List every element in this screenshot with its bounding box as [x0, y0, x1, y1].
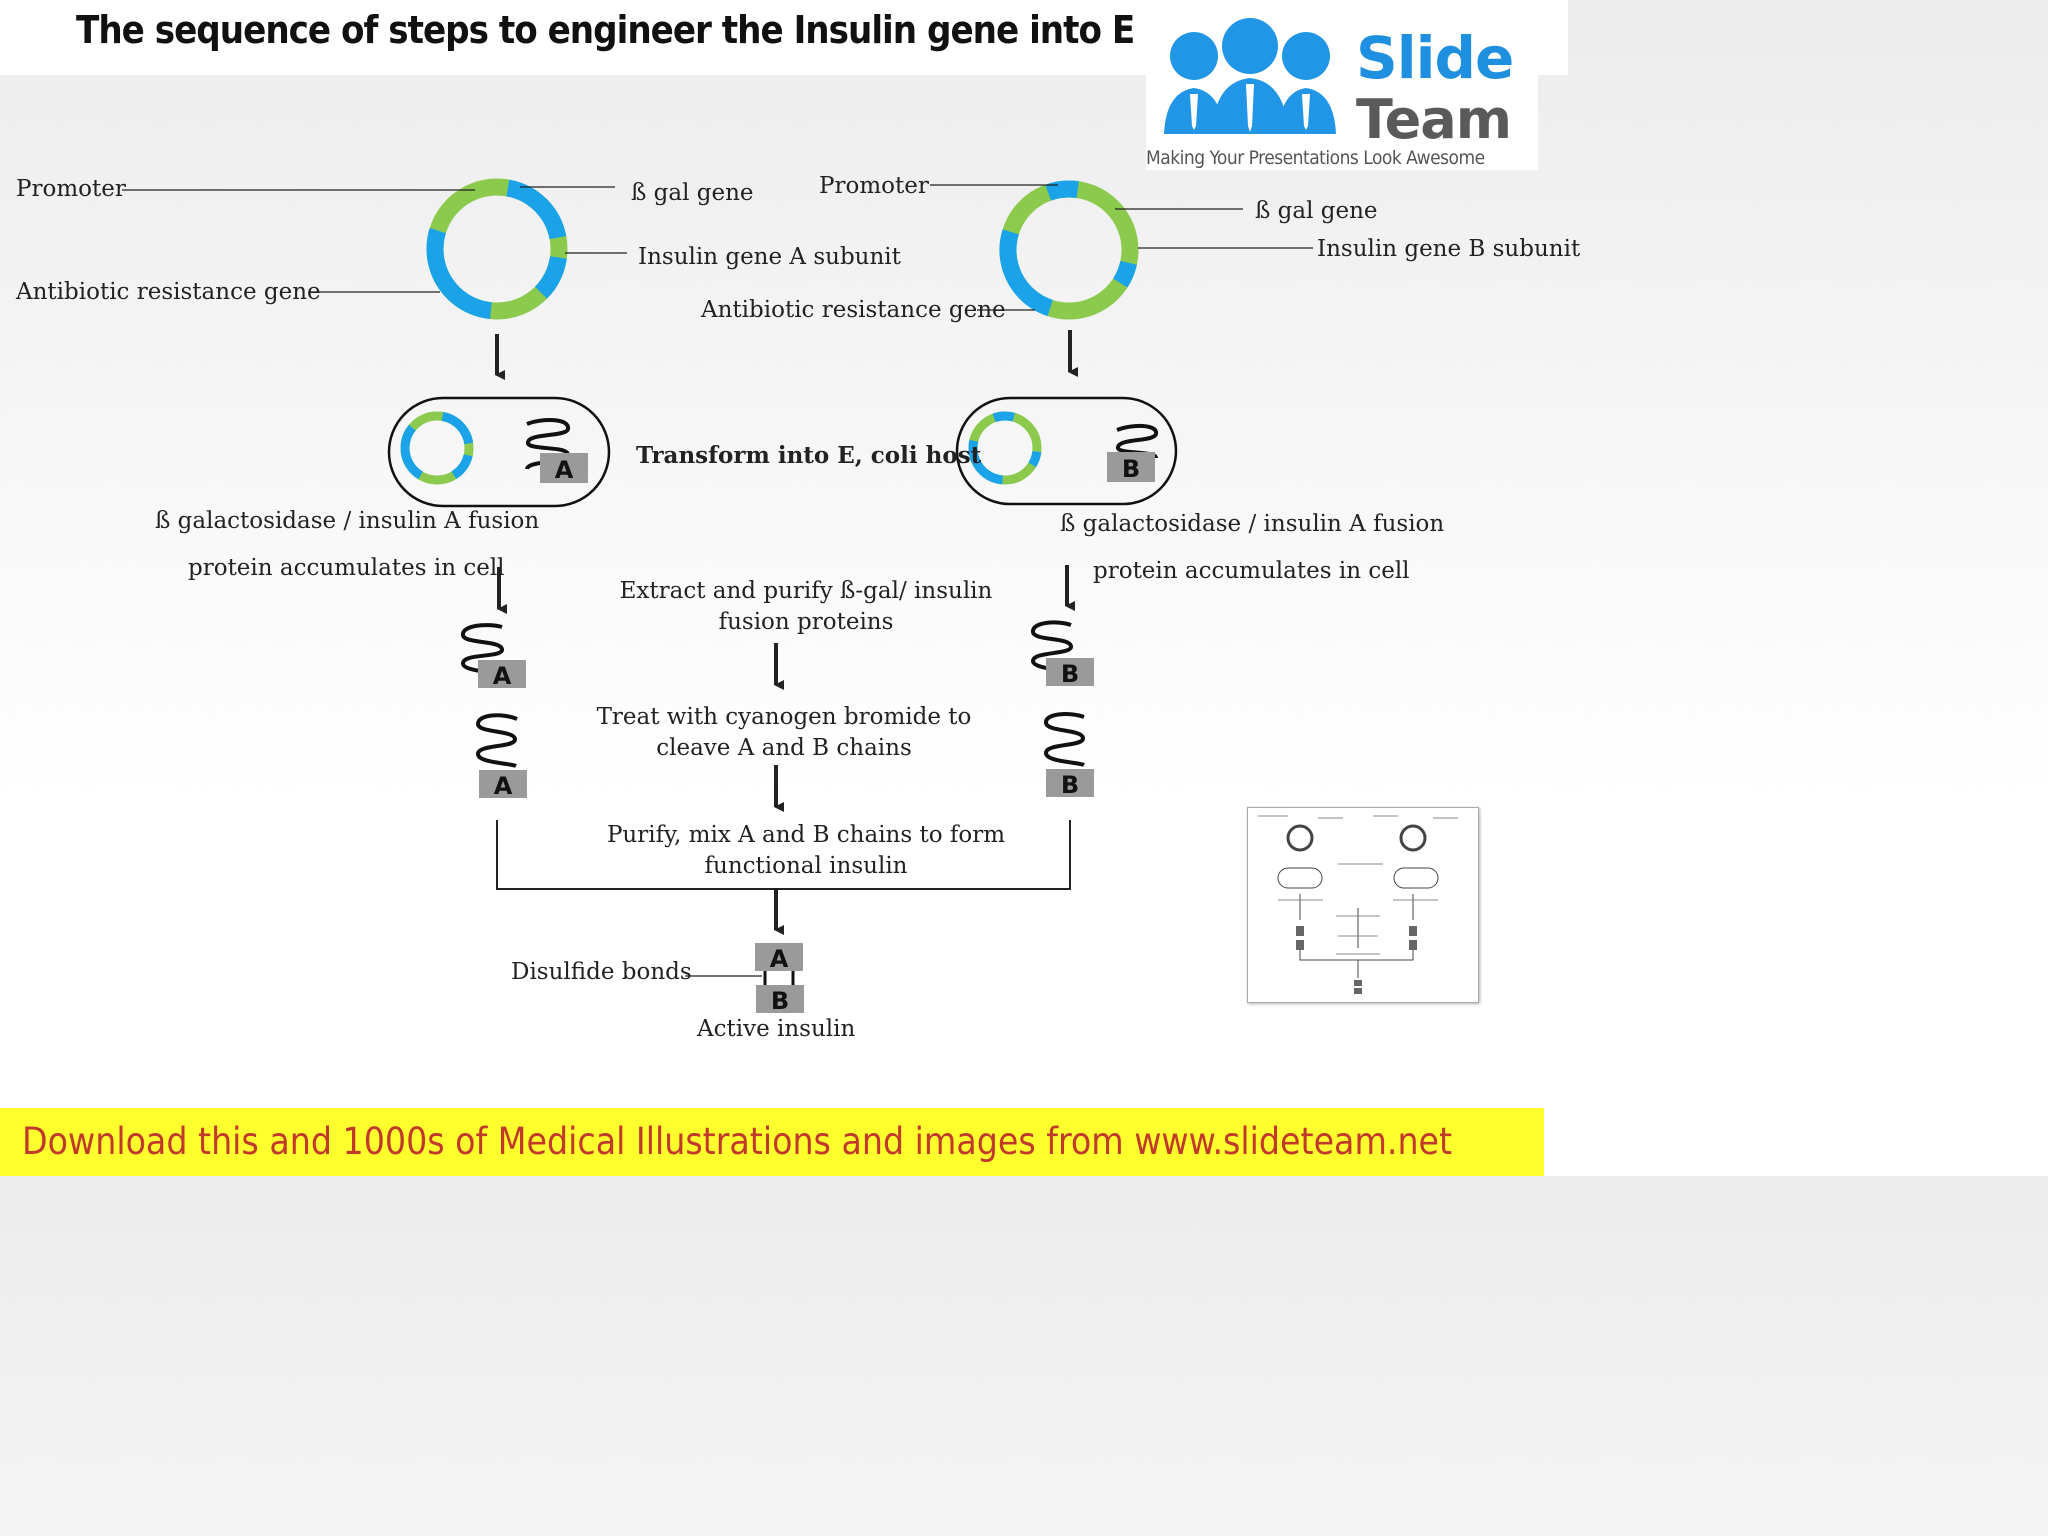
- left-cleaved-chain: A: [475, 713, 527, 800]
- active-insulin-label: Active insulin: [697, 1016, 856, 1042]
- treat-step-line1: Treat with cyanogen bromide to: [596, 704, 972, 730]
- logo-word-slide: Slide: [1356, 24, 1514, 92]
- left-plasmid: [426, 178, 568, 320]
- left-insulin-subunit-label: Insulin gene A subunit: [638, 244, 901, 270]
- right-leader-lines: [930, 184, 1313, 311]
- right-fusion-protein: B: [1030, 620, 1094, 688]
- right-cell-letter: B: [1122, 455, 1140, 483]
- page-title: The sequence of steps to engineer the In…: [76, 8, 1302, 52]
- left-fusion-letter: A: [493, 662, 512, 690]
- right-antibiotic-label: Antibiotic resistance gene: [701, 297, 1006, 323]
- treat-step-line2: cleave A and B chains: [656, 735, 912, 761]
- process-diagram: A B A A B B: [122, 178, 1313, 1015]
- right-ecoli-cell: B: [955, 396, 1178, 506]
- left-fusion-protein: A: [461, 623, 526, 690]
- treat-step-label: Treat with cyanogen bromide to cleave A …: [564, 702, 1004, 764]
- right-fusion-line1: ß galactosidase / insulin A fusion: [1060, 511, 1445, 537]
- merge-bracket: [496, 820, 1071, 890]
- insulin-chain-a: A: [770, 945, 789, 973]
- left-leader-lines: [122, 186, 627, 293]
- thumbnail-graphic: [1258, 815, 1458, 994]
- purify-step-line1: Purify, mix A and B chains to form: [606, 822, 1006, 848]
- download-banner-text[interactable]: Download this and 1000s of Medical Illus…: [22, 1120, 1453, 1163]
- disulfide-label: Disulfide bonds: [511, 959, 692, 985]
- slideteam-logo: Slide Team Making Your Presentations Loo…: [1146, 14, 1538, 170]
- transform-step-label: Transform into E, coli host: [636, 442, 982, 469]
- right-insulin-subunit-label: Insulin gene B subunit: [1317, 236, 1581, 262]
- flow-arrows: [495, 330, 1078, 935]
- right-chain-letter: B: [1061, 771, 1079, 799]
- right-plasmid: [999, 180, 1139, 320]
- left-cell-letter: A: [555, 456, 574, 484]
- diagram-thumbnail: [1247, 807, 1479, 1003]
- right-fusion-line2: protein accumulates in cell: [1093, 558, 1410, 584]
- left-fusion-line1: ß galactosidase / insulin A fusion: [155, 508, 540, 534]
- left-bgal-label: ß gal gene: [631, 180, 754, 206]
- right-fusion-letter: B: [1061, 660, 1079, 688]
- left-ecoli-cell: A: [387, 396, 611, 508]
- right-promoter-label: Promoter: [819, 173, 929, 199]
- right-bgal-label: ß gal gene: [1255, 198, 1378, 224]
- insulin-chain-b: B: [771, 987, 789, 1015]
- download-banner[interactable]: Download this and 1000s of Medical Illus…: [0, 1108, 1544, 1176]
- extract-step-label: Extract and purify ß-gal/ insulin fusion…: [586, 576, 1026, 638]
- left-fusion-line2: protein accumulates in cell: [188, 555, 505, 581]
- purify-step-label: Purify, mix A and B chains to form funct…: [576, 820, 1036, 882]
- left-antibiotic-label: Antibiotic resistance gene: [16, 279, 321, 305]
- extract-step-line1: Extract and purify ß-gal/ insulin: [619, 578, 993, 604]
- right-cleaved-chain: B: [1043, 712, 1094, 799]
- purify-step-line2: functional insulin: [704, 853, 908, 879]
- active-insulin: A B: [685, 943, 804, 1015]
- extract-step-line2: fusion proteins: [718, 609, 894, 635]
- left-chain-letter: A: [494, 772, 513, 800]
- logo-tagline: Making Your Presentations Look Awesome: [1146, 147, 1485, 169]
- left-promoter-label: Promoter: [16, 176, 126, 202]
- people-icon: [1164, 18, 1336, 134]
- logo-word-team: Team: [1356, 88, 1512, 151]
